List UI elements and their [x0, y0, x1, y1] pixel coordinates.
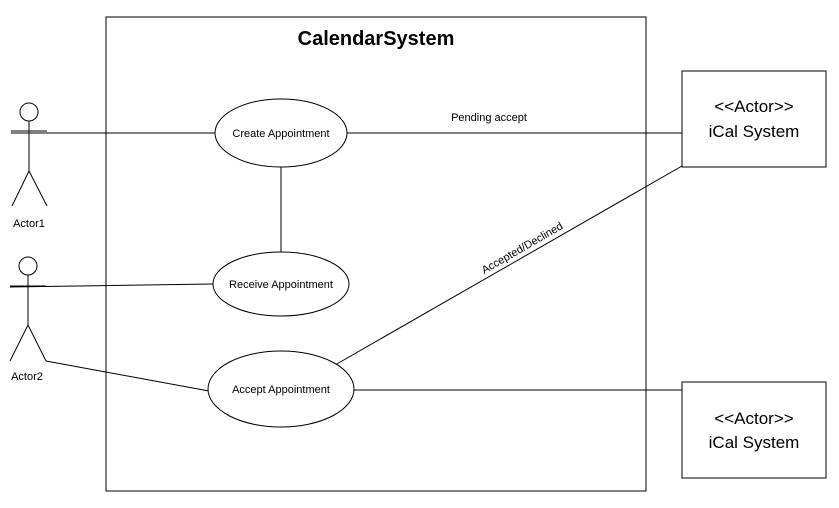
pending-accept-label: Pending accept — [451, 112, 527, 124]
create-appointment-usecase[interactable] — [214, 98, 348, 168]
system-title: CalendarSystem — [298, 28, 455, 50]
accept-appointment-usecase[interactable] — [207, 350, 355, 428]
system-boundary — [105, 16, 647, 492]
ical-system-top-box[interactable] — [681, 70, 827, 168]
create-appointment-label: Create Appointment — [232, 128, 329, 140]
accept-ical-top-line — [334, 165, 683, 366]
actor1-label: Actor1 — [13, 218, 45, 230]
actor2-figure — [9, 256, 47, 362]
actor2-label: Actor2 — [11, 371, 43, 383]
actor1-figure — [11, 102, 48, 207]
ical-system-bottom-stereotype: <<Actor>> — [714, 409, 793, 428]
ical-system-bottom-name: iCal System — [709, 433, 800, 452]
ical-system-bottom-box[interactable] — [681, 381, 827, 479]
receive-appointment-usecase[interactable] — [212, 251, 350, 317]
ical-system-top-stereotype: <<Actor>> — [714, 97, 793, 116]
actor2-receive-line — [9, 283, 214, 288]
accepted-declined-label: Accepted/Declined — [480, 220, 565, 276]
actor2-accept-line — [45, 360, 210, 392]
ical-system-top-name: iCal System — [709, 122, 800, 141]
accept-appointment-label: Accept Appointment — [232, 384, 330, 396]
association-lines — [9, 132, 683, 392]
receive-appointment-label: Receive Appointment — [229, 279, 333, 291]
